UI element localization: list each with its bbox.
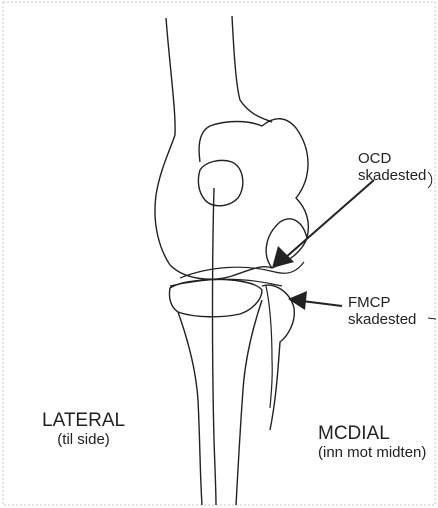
radius-head bbox=[169, 279, 262, 316]
lateral-label: LATERAL (til side) bbox=[42, 410, 125, 448]
olecranon-fossa bbox=[198, 160, 242, 205]
lateral-subtitle: (til side) bbox=[42, 431, 125, 448]
ocd-label-line1: OCD bbox=[358, 150, 426, 167]
edge-mark-upper bbox=[428, 172, 432, 188]
ocd-arrow-head bbox=[272, 246, 294, 268]
coronoid-inner bbox=[266, 286, 272, 408]
fmcp-arrow-head bbox=[288, 291, 307, 310]
ocd-arrow-line bbox=[285, 180, 374, 258]
humerus-left-edge bbox=[155, 18, 175, 265]
radius-shaft-left bbox=[178, 312, 202, 505]
fmcp-label-line2: skadested bbox=[348, 311, 416, 328]
humerus-right-edge bbox=[232, 16, 272, 122]
ulna-long-line bbox=[213, 188, 217, 505]
medial-subtitle: (inn mot midten) bbox=[318, 444, 426, 461]
medial-label: MCDIAL (inn mot midten) bbox=[318, 423, 426, 461]
joint-line-upper bbox=[180, 262, 304, 278]
ulna-coronoid bbox=[262, 285, 294, 430]
fmcp-arrow-line bbox=[302, 301, 342, 306]
medial-title: MCDIAL bbox=[318, 423, 426, 444]
lateral-title: LATERAL bbox=[42, 410, 125, 431]
radius-shaft-right bbox=[236, 300, 262, 505]
fmcp-label: FMCP skadested bbox=[348, 294, 416, 328]
fmcp-label-line1: FMCP bbox=[348, 294, 416, 311]
ocd-label-line2: skadested bbox=[358, 167, 426, 184]
ocd-label: OCD skadested bbox=[358, 150, 426, 184]
